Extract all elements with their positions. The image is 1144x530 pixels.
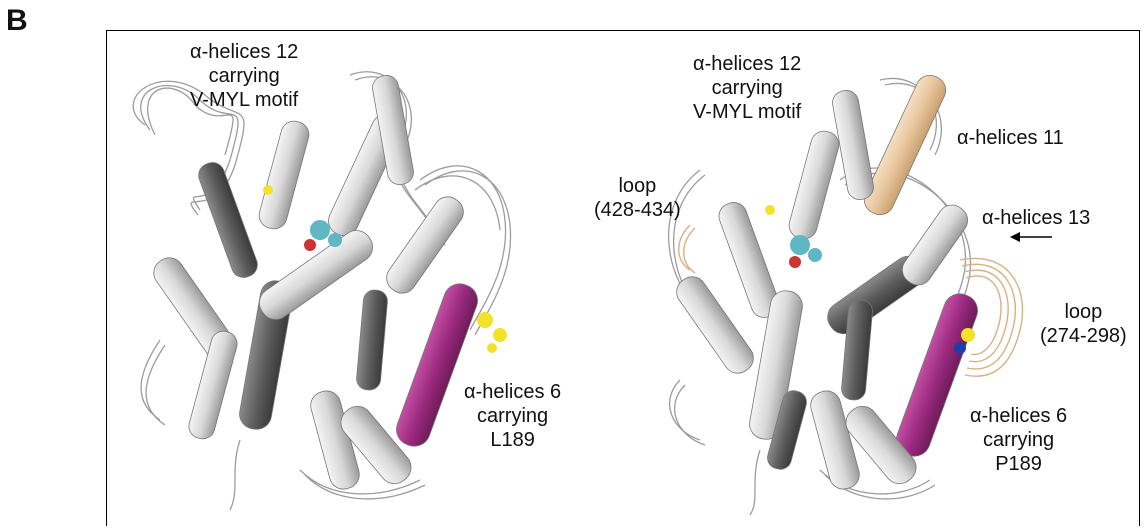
right-helix12-label: α-helices 12 carrying V-MYL motif: [693, 52, 801, 124]
right-loop-left-label: loop (428-434): [594, 174, 681, 222]
right-helix6-label: α-helices 6 carrying P189: [970, 404, 1067, 476]
left-helix6-label: α-helices 6 carrying L189: [464, 380, 561, 452]
helix13-arrow: [1010, 232, 1052, 242]
left-helix12-label: α-helices 12 carrying V-MYL motif: [190, 40, 298, 112]
right-helix13-label: α-helices 13: [982, 206, 1090, 230]
right-helix11-label: α-helices 11: [957, 126, 1064, 150]
right-loop-right-label: loop (274-298): [1040, 300, 1127, 348]
left-protein-structure: [133, 72, 510, 510]
